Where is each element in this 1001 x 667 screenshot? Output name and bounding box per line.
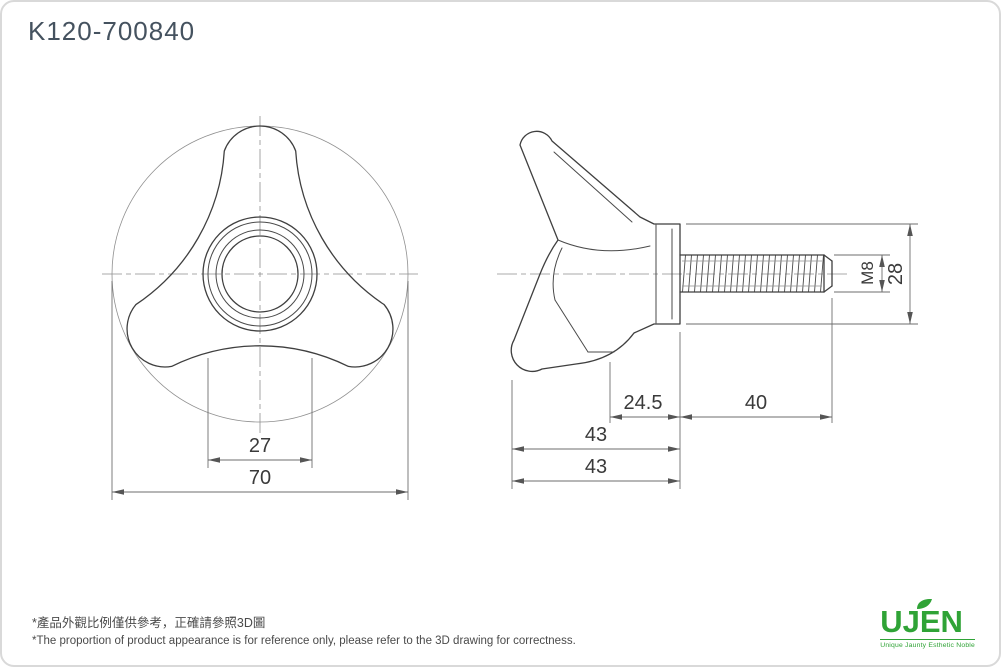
side-detail-lines bbox=[552, 151, 673, 353]
leaf-icon bbox=[916, 597, 934, 615]
dim-thread-spec-m8: M8 bbox=[834, 254, 890, 293]
dim-thread-spec-label: M8 bbox=[858, 261, 877, 285]
side-silhouette bbox=[510, 130, 681, 373]
dim-hole-27: 27 bbox=[207, 358, 313, 468]
dim-neck-label: 24.5 bbox=[624, 392, 663, 414]
dim-thread-length-40: 40 bbox=[680, 298, 833, 423]
dim-body-length-43: 43 bbox=[511, 380, 680, 489]
dim-hub-diameter-label: 28 bbox=[885, 263, 907, 285]
dim-overall-length-43: 43 bbox=[512, 456, 680, 484]
brand-logo: UJEN Unique Jaunty Esthetic Noble bbox=[880, 598, 975, 649]
dim-neck-24-5: 24.5 bbox=[609, 332, 681, 489]
footer-notes: *產品外觀比例僅供參考，正確請參照3D圖 *The proportion of … bbox=[32, 612, 576, 647]
center-bore-circles bbox=[202, 216, 318, 332]
page-title: K120-700840 bbox=[28, 16, 196, 46]
side-view: 24.5 40 43 bbox=[497, 130, 918, 489]
thread bbox=[679, 254, 833, 293]
front-view: 27 70 bbox=[102, 116, 418, 500]
dim-body-length-label: 43 bbox=[585, 424, 607, 446]
dim-outer-70: 70 bbox=[111, 281, 409, 500]
dim-hub-diameter-28: 28 bbox=[686, 223, 918, 325]
note-zh: *產品外觀比例僅供參考，正確請參照3D圖 bbox=[32, 616, 266, 630]
dim-thread-length-label: 40 bbox=[745, 392, 767, 414]
dim-outer-label: 70 bbox=[249, 467, 271, 489]
brand-name: UJEN bbox=[880, 604, 963, 639]
knob-outline bbox=[126, 125, 394, 368]
note-en: *The proportion of product appearance is… bbox=[32, 635, 576, 647]
brand-tagline: Unique Jaunty Esthetic Noble bbox=[880, 639, 975, 649]
dim-overall-length-label: 43 bbox=[585, 456, 607, 478]
dim-hole-label: 27 bbox=[249, 435, 271, 457]
